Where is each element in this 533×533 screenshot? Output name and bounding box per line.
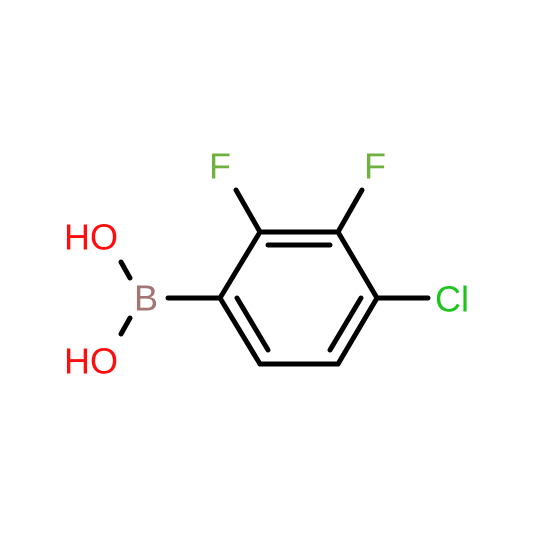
fluorine-atom-c2: F bbox=[209, 146, 231, 187]
substituent-bonds bbox=[118, 187, 431, 337]
hydroxyl-top: HO bbox=[64, 217, 118, 258]
bond-boron-oh-bottom bbox=[118, 315, 133, 337]
bond-c6-c1-inner bbox=[234, 295, 271, 353]
bond-c4-c5 bbox=[335, 295, 380, 367]
atom-labels: F F Cl B HO HO bbox=[64, 146, 469, 382]
bond-c3-c4 bbox=[335, 229, 380, 301]
fluorine-atom-c3: F bbox=[364, 146, 386, 187]
hydroxyl-bottom: HO bbox=[64, 341, 118, 382]
bond-c3-fluorine bbox=[335, 187, 365, 235]
bond-c6-c1 bbox=[217, 295, 263, 367]
bond-c4-c5-inner bbox=[327, 295, 364, 353]
bond-c1-c2 bbox=[217, 229, 263, 301]
bond-c2-fluorine bbox=[233, 187, 263, 235]
boron-atom: B bbox=[134, 278, 158, 319]
bond-boron-oh-top bbox=[118, 259, 133, 281]
chlorine-atom: Cl bbox=[435, 279, 469, 320]
benzene-ring bbox=[217, 229, 380, 367]
